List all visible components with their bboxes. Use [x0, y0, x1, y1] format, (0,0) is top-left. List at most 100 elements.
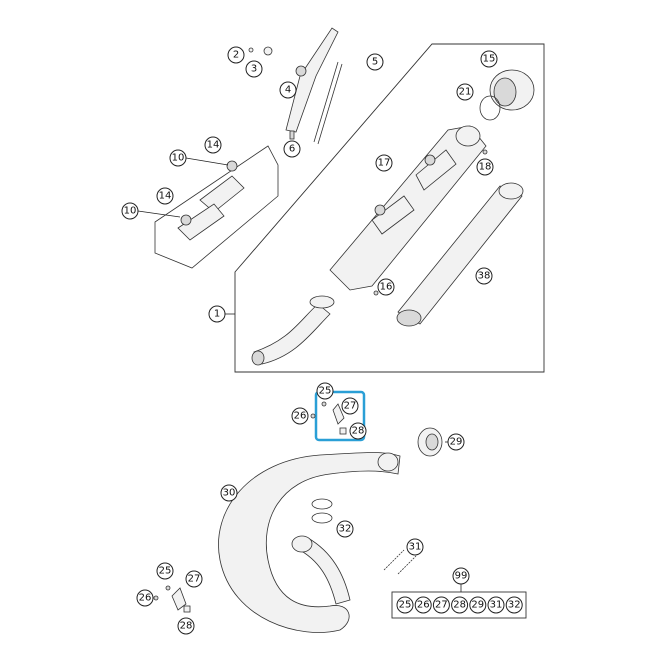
callout-16[interactable]: 16 — [377, 278, 395, 296]
end-cap — [479, 69, 535, 121]
callout-number: 26 — [139, 593, 152, 604]
kit-item-circle — [487, 596, 505, 614]
callout-27[interactable]: 27 — [341, 397, 359, 415]
callout-26[interactable]: 26 — [291, 407, 309, 425]
callout-number: 31 — [409, 542, 422, 553]
exhaust-pipe — [218, 452, 401, 633]
callout-27[interactable]: 27 — [185, 570, 203, 588]
callout-14[interactable]: 14 — [204, 136, 222, 154]
kit-item-32[interactable]: 32 — [505, 596, 523, 614]
callout-1[interactable]: 1 — [208, 305, 226, 323]
callout-number: 30 — [223, 488, 236, 499]
callout-number: 25 — [159, 566, 172, 577]
springs — [383, 549, 417, 575]
callout-number: 16 — [380, 282, 393, 293]
callout-38[interactable]: 38 — [475, 267, 493, 285]
callout-28[interactable]: 28 — [177, 617, 195, 635]
callout-circle — [447, 433, 465, 451]
callout-number: 14 — [207, 140, 220, 151]
callout-circle — [156, 187, 174, 205]
callout-circle — [452, 567, 470, 585]
silencer-body — [329, 125, 487, 291]
callout-number: 27 — [344, 401, 357, 412]
callout-circle — [475, 267, 493, 285]
kit-item-29[interactable]: 29 — [469, 596, 487, 614]
callout-number: 10 — [124, 206, 137, 217]
kit-item-circle — [432, 596, 450, 614]
callout-circle — [156, 562, 174, 580]
callout-number: 32 — [339, 524, 352, 535]
callout-21[interactable]: 21 — [456, 83, 474, 101]
bracket-arm — [248, 27, 343, 145]
kit-item-31[interactable]: 31 — [487, 596, 505, 614]
callout-17[interactable]: 17 — [375, 154, 393, 172]
screw-18 — [482, 149, 488, 155]
callout-15[interactable]: 15 — [480, 50, 498, 68]
callout-31[interactable]: 31 — [406, 538, 424, 556]
inlet-pipe — [251, 295, 335, 366]
callout-5[interactable]: 5 — [366, 53, 384, 71]
kit-item-circle — [396, 596, 414, 614]
kit-item-number: 31 — [490, 600, 503, 611]
callout-number: 5 — [372, 57, 378, 68]
callout-circle — [316, 382, 334, 400]
kit-item-26[interactable]: 26 — [414, 596, 432, 614]
callout-circle — [121, 202, 139, 220]
callout-14[interactable]: 14 — [156, 187, 174, 205]
callout-circle — [291, 407, 309, 425]
callout-6[interactable]: 6 — [283, 140, 301, 158]
callout-circle — [185, 570, 203, 588]
callout-circle — [456, 83, 474, 101]
callout-number: 10 — [172, 153, 185, 164]
callout-30[interactable]: 30 — [220, 484, 238, 502]
callout-number: 1 — [214, 309, 220, 320]
callout-26[interactable]: 26 — [136, 589, 154, 607]
callout-circle — [406, 538, 424, 556]
callout-circle — [227, 46, 245, 64]
kit-item-25[interactable]: 25 — [396, 596, 414, 614]
callout-3[interactable]: 3 — [245, 60, 263, 78]
kit-item-number: 28 — [453, 600, 466, 611]
callout-circle — [204, 136, 222, 154]
callout-28[interactable]: 28 — [349, 422, 367, 440]
callout-circle — [220, 484, 238, 502]
callout-number: 21 — [459, 87, 472, 98]
callout-number: 3 — [251, 64, 257, 75]
callout-number: 14 — [159, 191, 172, 202]
callout-10[interactable]: 10 — [121, 202, 139, 220]
callout-29[interactable]: 29 — [447, 433, 465, 451]
kit-item-28[interactable]: 28 — [451, 596, 469, 614]
kit-item-circle — [451, 596, 469, 614]
callout-number: 28 — [352, 426, 365, 437]
callout-circle — [208, 305, 226, 323]
callout-circle — [480, 50, 498, 68]
callout-number: 6 — [289, 144, 295, 155]
callout-32[interactable]: 32 — [336, 520, 354, 538]
callout-10[interactable]: 10 — [169, 149, 187, 167]
highlight-box[interactable] — [314, 390, 366, 442]
callout-number: 38 — [478, 271, 491, 282]
kit-item-27[interactable]: 27 — [432, 596, 450, 614]
kit-box — [391, 591, 527, 619]
callout-25[interactable]: 25 — [156, 562, 174, 580]
callout-circle — [366, 53, 384, 71]
callout-2[interactable]: 2 — [227, 46, 245, 64]
spring-mount-parts-top — [310, 401, 347, 435]
callout-25[interactable]: 25 — [316, 382, 334, 400]
callout-circle — [279, 81, 297, 99]
callout-number: 2 — [233, 50, 239, 61]
callout-4[interactable]: 4 — [279, 81, 297, 99]
callout-circle — [245, 60, 263, 78]
callout-18[interactable]: 18 — [476, 158, 494, 176]
callout-circle — [336, 520, 354, 538]
callout-number: 18 — [479, 162, 492, 173]
kit-item-circle — [414, 596, 432, 614]
kit-item-circle — [505, 596, 523, 614]
callout-99[interactable]: 99 — [452, 567, 470, 585]
callout-circle — [177, 617, 195, 635]
kit-item-number: 29 — [471, 600, 484, 611]
callout-circle — [375, 154, 393, 172]
callout-circle — [377, 278, 395, 296]
callout-circle — [283, 140, 301, 158]
callout-circle — [476, 158, 494, 176]
